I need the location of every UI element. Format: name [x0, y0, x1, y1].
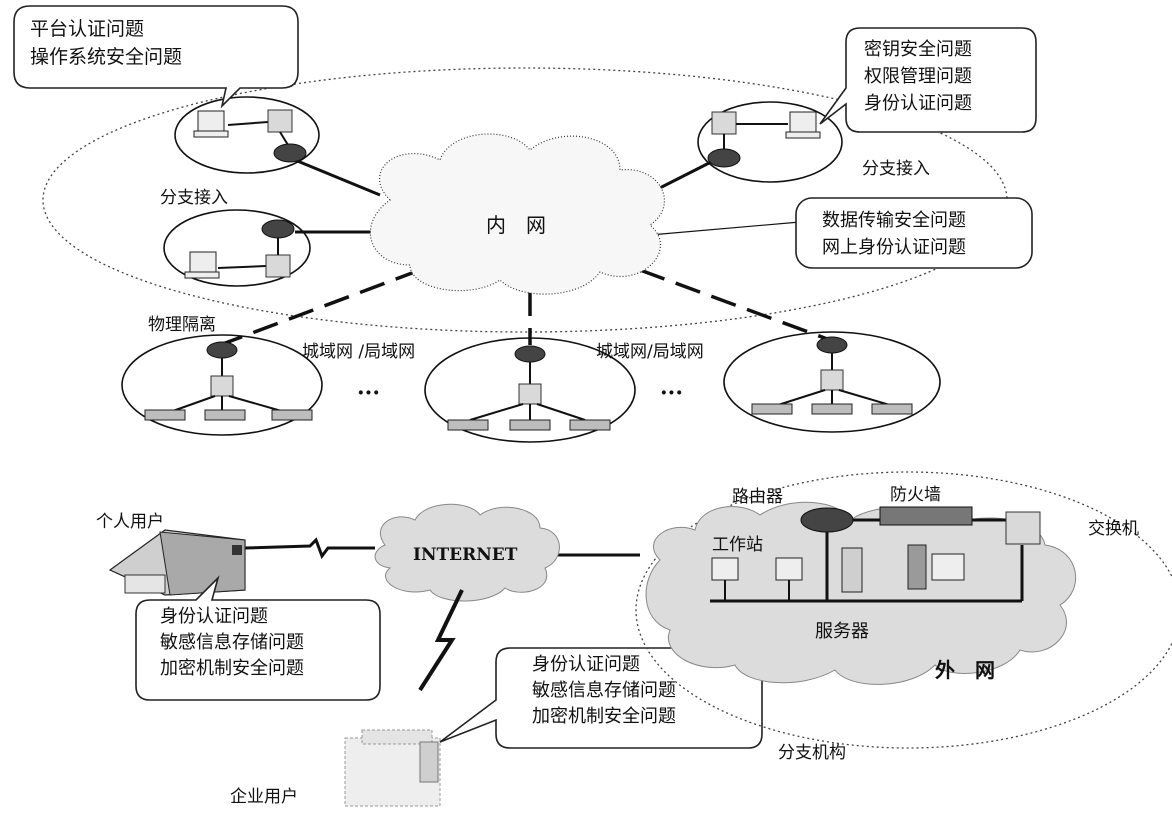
outer-equipment: [710, 506, 1041, 603]
branch-top-left: [174, 96, 320, 174]
callout-personal-line-3: 加密机制安全问题: [160, 658, 304, 679]
callout-personal-line-2: 敏感信息存储问题: [160, 632, 304, 653]
dash-link-right: [639, 268, 831, 342]
switch-icon: [265, 254, 291, 278]
router-label: 路由器: [732, 487, 783, 507]
router-icon: [800, 507, 854, 533]
computer-icon: [189, 251, 217, 273]
man-lan-right-label: 城域网/局域网: [596, 342, 704, 362]
callout-personal-line-1: 身份认证问题: [160, 606, 268, 627]
inner-net-label: 内 网: [486, 213, 546, 237]
router-icon: [261, 219, 295, 239]
ellipsis-right: ···: [660, 380, 683, 406]
internet-cloud: [374, 503, 560, 602]
computer-icon: [789, 111, 817, 133]
callout-top-right: [819, 27, 1037, 133]
callout-enterprise-line-2: 敏感信息存储问题: [532, 680, 676, 701]
outer-cloud: [645, 501, 1076, 685]
man-lan-center: [424, 337, 636, 443]
callout-tr-line-3: 身份认证问题: [864, 93, 972, 114]
switch-icon: [711, 111, 737, 135]
server-label: 服务器: [815, 621, 869, 642]
callout-tr-line-1: 密钥安全问题: [864, 39, 972, 60]
ellipsis-left: ···: [357, 380, 380, 406]
branch-middle-left: [163, 209, 311, 287]
callout-personal: [135, 575, 381, 701]
inner-cloud: [369, 133, 666, 295]
workstation-icon: [711, 557, 739, 581]
wireless-link-icon: [418, 589, 464, 692]
callout-mr-line-1: 数据传输安全问题: [822, 210, 966, 231]
branch-left-label: 分支接入: [160, 188, 228, 208]
server-icon: [907, 544, 927, 590]
callout-enterprise-line-1: 身份认证问题: [532, 654, 640, 675]
man-lan-left: [121, 334, 323, 436]
firewall-label: 防火墙: [890, 485, 941, 505]
keyboard-icon: [184, 271, 220, 279]
router-icon: [707, 148, 741, 168]
outer-net-label: 外 网: [935, 658, 995, 682]
switch-icon: [1005, 511, 1041, 545]
branch-top-right: [697, 101, 843, 183]
personal-user-label: 个人用户: [96, 512, 164, 532]
switch-label: 交换机: [1088, 519, 1139, 539]
branch-right-label: 分支接入: [862, 159, 930, 179]
outer-net-boundary: [635, 471, 1172, 749]
workstation-icon: [775, 557, 803, 581]
branch-org-label: 分支机构: [778, 743, 846, 763]
man-lan-right: [723, 331, 941, 433]
keyboard-icon: [785, 131, 821, 139]
callout-tl-line-2: 操作系统安全问题: [30, 46, 182, 68]
keyboard-icon: [193, 130, 229, 138]
internet-label: INTERNET: [413, 545, 518, 565]
pointer-mid-right: [649, 221, 801, 236]
man-lan-left-label: 城域网 /局域网: [302, 342, 415, 362]
enterprise-building-icon: [344, 729, 441, 807]
link-personal-internet: [244, 537, 375, 560]
router-icon: [273, 143, 307, 163]
monitor-icon: [931, 553, 965, 581]
callout-top-left: [13, 5, 299, 109]
callout-tl-line-1: 平台认证问题: [30, 18, 144, 40]
server-icon: [841, 547, 863, 593]
callout-mr-line-2: 网上身份认证问题: [822, 237, 966, 258]
firewall-icon: [879, 506, 973, 526]
callout-tr-line-2: 权限管理问题: [864, 66, 972, 87]
physical-isolation-label: 物理隔离: [148, 315, 216, 335]
callout-middle-right: [795, 197, 1033, 269]
callout-enterprise-line-3: 加密机制安全问题: [532, 706, 676, 727]
dash-link-left: [219, 268, 421, 347]
computer-icon: [197, 110, 225, 132]
house-icon: [108, 529, 246, 596]
switch-icon: [267, 109, 293, 133]
workstation-label: 工作站: [712, 535, 763, 555]
link-tl-cloud: [294, 158, 381, 197]
enterprise-user-label: 企业用户: [230, 787, 298, 807]
